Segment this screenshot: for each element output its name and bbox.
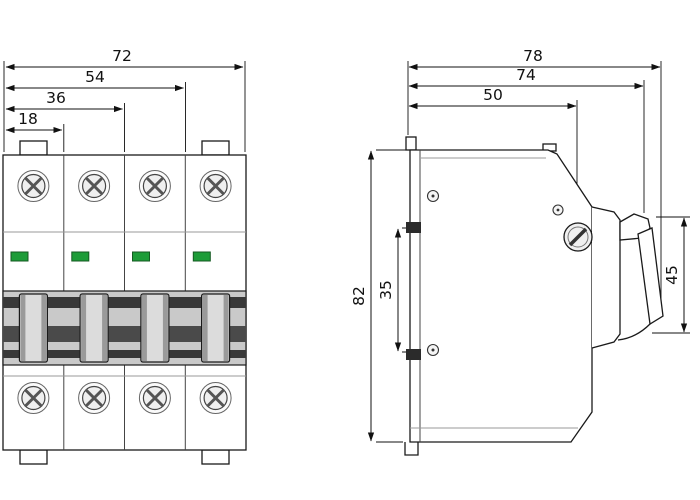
status-indicator-1 (10, 251, 29, 262)
bottom-clip-left (19, 449, 48, 465)
din-hook-bottom (406, 349, 421, 360)
toggle-handle-2[interactable] (79, 293, 109, 363)
front-dimensions: 72 54 36 18 (3, 47, 246, 152)
terminal-screw-top-2 (78, 170, 111, 202)
band-stripe (3, 297, 246, 308)
terminal-screw-top-4 (199, 170, 232, 202)
small-screw (552, 204, 564, 216)
front-dim-36-label: 36 (46, 89, 66, 107)
escutcheon (591, 206, 621, 349)
case-rivet-top (426, 189, 440, 203)
toggle-handle-4[interactable] (201, 293, 231, 363)
status-indicator-4 (192, 251, 211, 262)
side-body (404, 136, 664, 456)
side-toggle-lever[interactable] (617, 213, 664, 341)
terminal-screw-bottom-1 (17, 382, 50, 414)
side-dim-45-label: 45 (663, 265, 681, 285)
top-clip-right (201, 140, 230, 156)
front-dim-54-label: 54 (85, 68, 105, 86)
side-dim-82-label: 82 (350, 286, 368, 306)
bottom-clip-right (201, 449, 230, 465)
band-stripe (3, 350, 246, 358)
terminal-screw-bottom-4 (199, 382, 232, 414)
front-view: 72 54 36 18 (2, 47, 247, 465)
terminal-screw-top-3 (138, 170, 171, 202)
slotted-screw (563, 222, 593, 252)
din-clip-bottom[interactable] (404, 442, 419, 456)
toggle-handle-1[interactable] (18, 293, 48, 363)
front-body (2, 140, 247, 465)
side-dim-78-label: 78 (523, 47, 543, 65)
band-stripe (3, 326, 246, 342)
terminal-screw-bottom-2 (78, 382, 111, 414)
rear-top-tab (405, 136, 417, 151)
top-clip-left (19, 140, 48, 156)
side-dim-35-label: 35 (377, 280, 395, 300)
din-hook-top (406, 222, 421, 233)
terminal-screw-top-1 (17, 170, 50, 202)
terminal-screw-bottom-3 (138, 382, 171, 414)
front-dim-72-label: 72 (112, 47, 132, 65)
front-dim-18-label: 18 (18, 110, 38, 128)
status-indicator-3 (132, 251, 150, 262)
side-dim-74-label: 74 (516, 66, 536, 84)
toggle-handle-3[interactable] (140, 293, 170, 363)
toggle-band (2, 290, 247, 366)
side-dim-50-label: 50 (483, 86, 503, 104)
side-view: 78 74 50 82 35 45 (350, 47, 690, 456)
status-indicator-2 (71, 251, 90, 262)
case-rivet-bottom (426, 343, 440, 357)
